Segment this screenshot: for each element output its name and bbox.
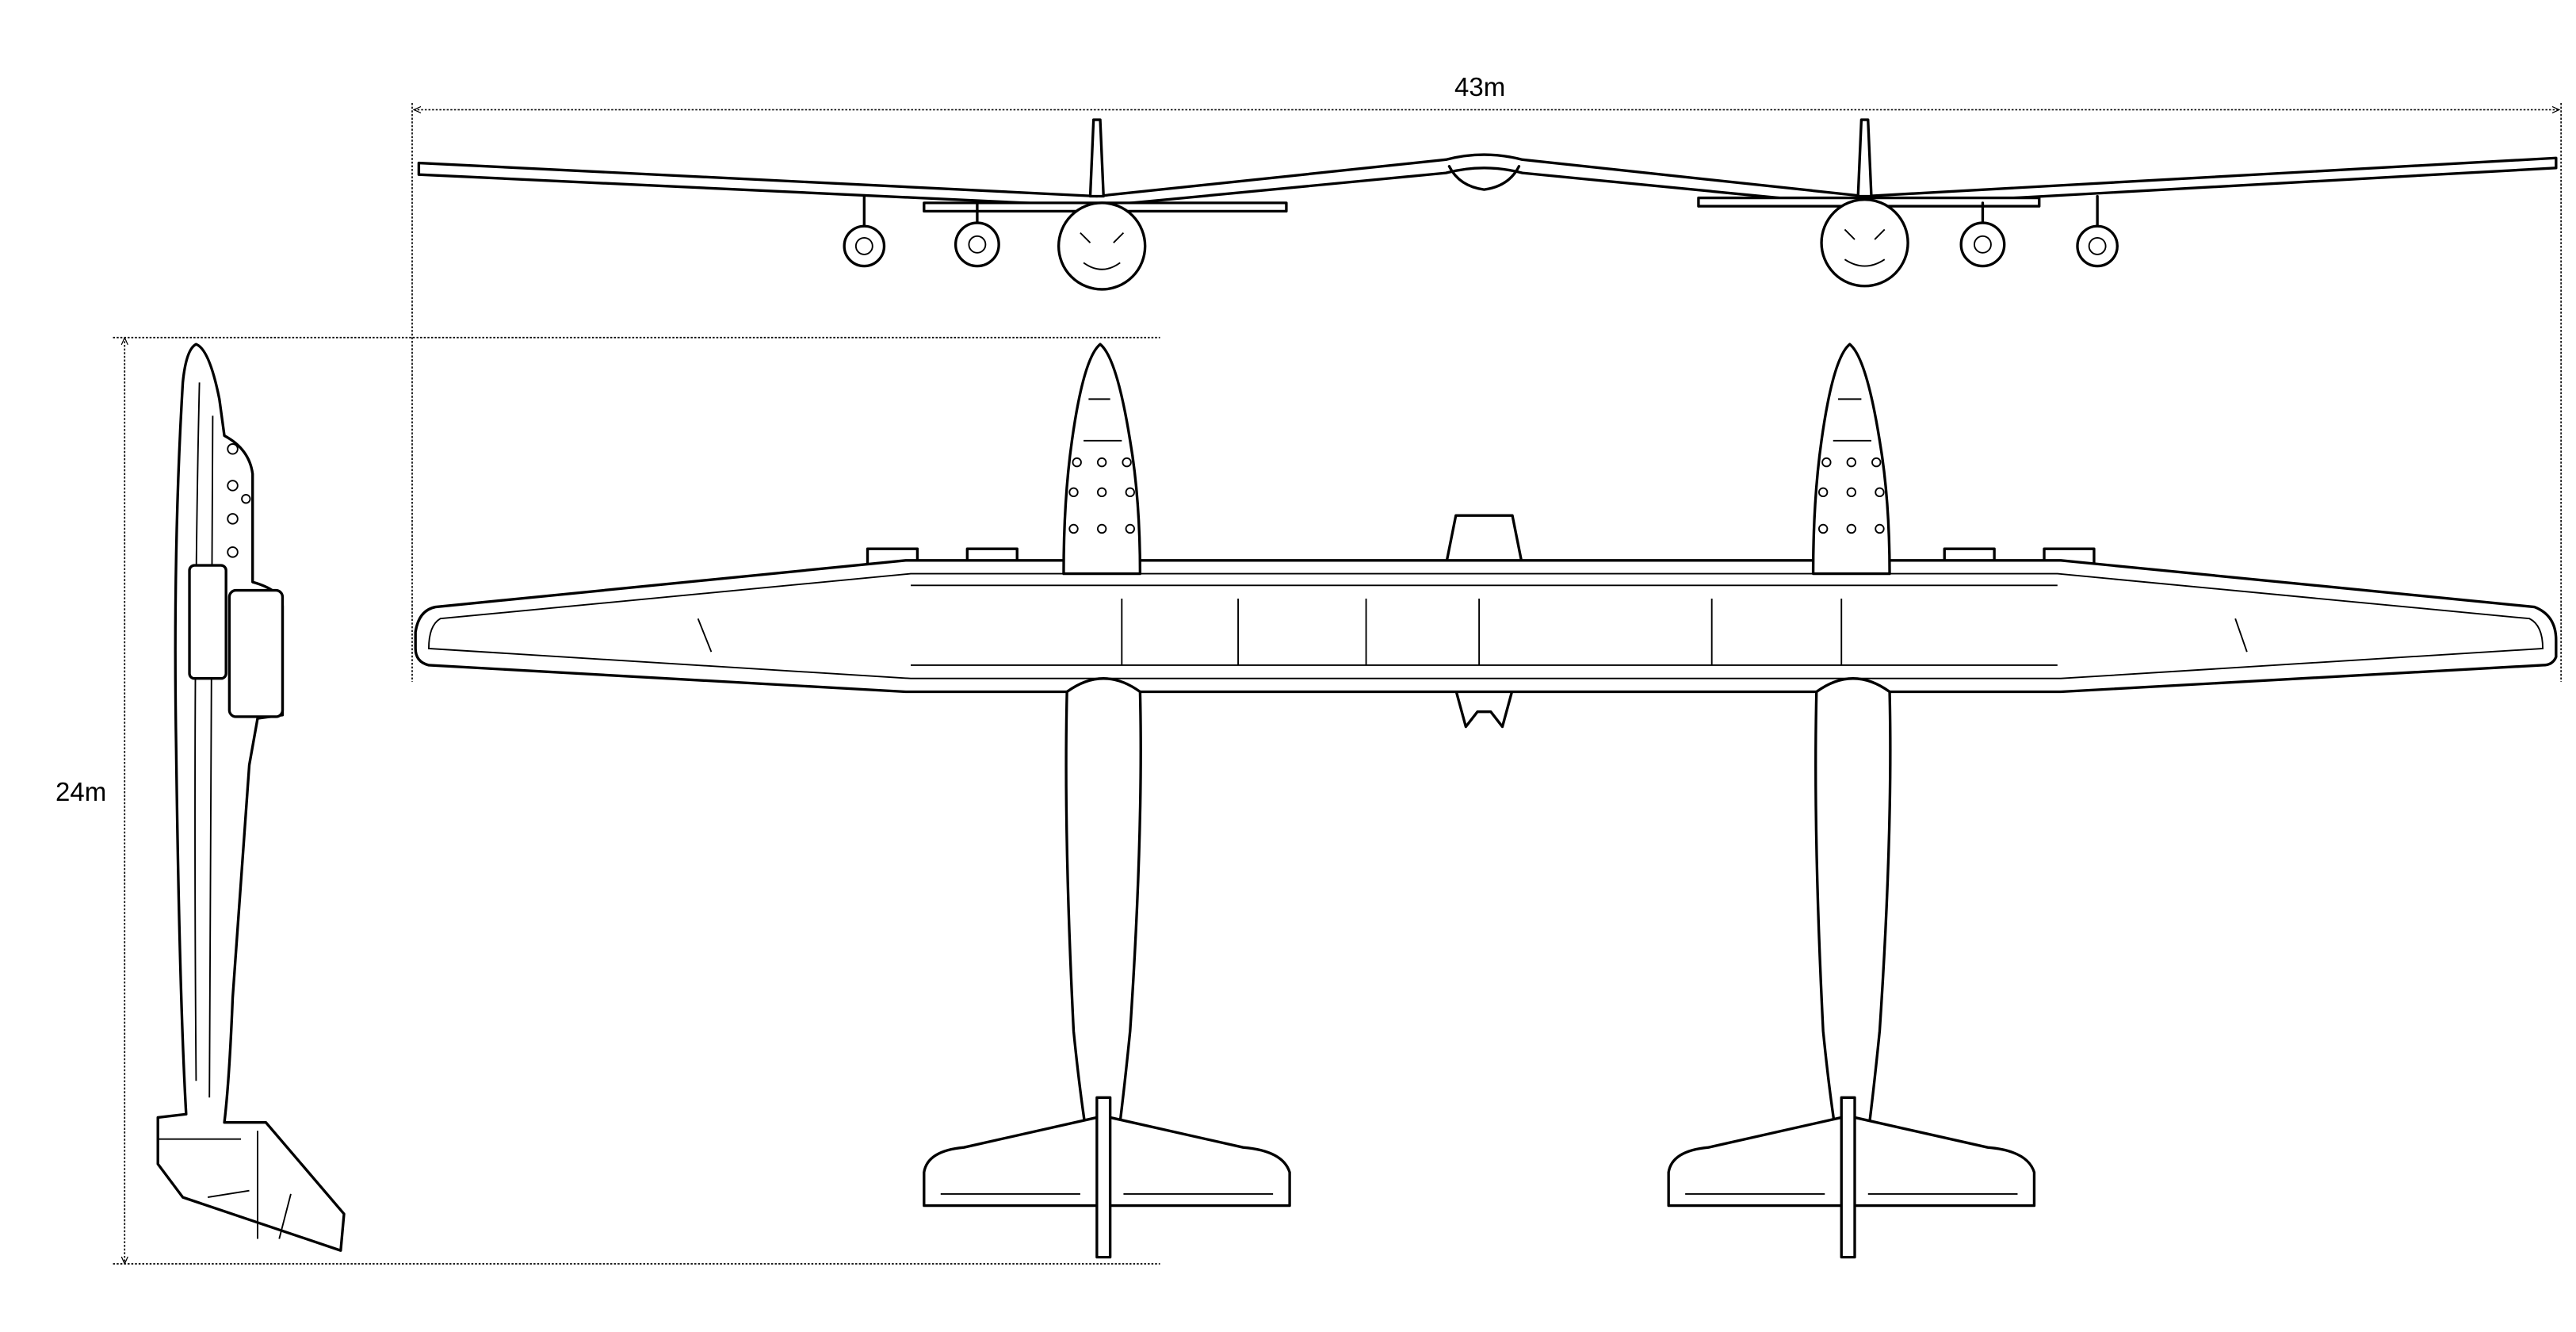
vertical-tail-left: [1088, 118, 1105, 198]
top-view: [414, 343, 2558, 1259]
front-view: [417, 118, 2558, 291]
side-view: [156, 343, 346, 1252]
length-label: 24m: [55, 777, 107, 806]
fuselage-right: [1667, 343, 2036, 1259]
engines-right: [1820, 194, 2119, 288]
fuselage-left: [923, 343, 1291, 1259]
vertical-tail-right: [1856, 118, 1873, 198]
dimension-lines: [113, 103, 2562, 1264]
fuselage-side: [156, 343, 346, 1252]
wingspan-label: 43m: [1454, 72, 1506, 101]
engines-left: [843, 194, 1147, 291]
wing: [414, 559, 2558, 694]
